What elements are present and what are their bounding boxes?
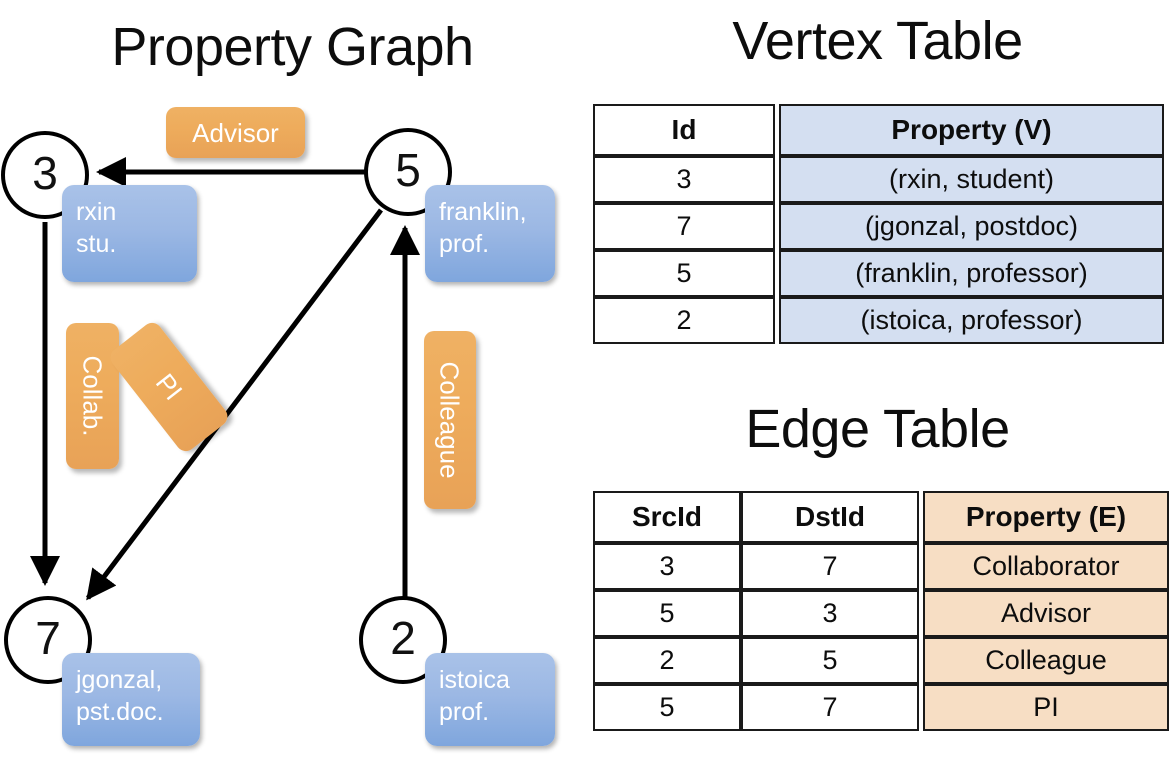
edge-table-column-gap (919, 637, 923, 684)
table-row[interactable]: 2 5 Colleague (593, 637, 1169, 684)
edge-label-colleague[interactable]: Colleague (424, 331, 476, 509)
vertex-callout-istoica-line2: prof. (439, 698, 490, 726)
edge-cell-srcid: 2 (593, 637, 741, 684)
edge-cell-property: Collaborator (923, 543, 1169, 590)
edge-cell-property: PI (923, 684, 1169, 731)
edge-label-collab[interactable]: Collab. (66, 323, 119, 469)
vertex-node-3-label: 3 (32, 147, 58, 199)
edge-table-header-row: SrcId DstId Property (E) (593, 491, 1169, 543)
edge-label-colleague-text: Colleague (435, 361, 465, 479)
edge-table-column-gap (919, 491, 923, 543)
vertex-callout-rxin[interactable]: rxin stu. (62, 185, 197, 282)
edge-label-pi-text: PI (149, 368, 189, 406)
vertex-table-header-id: Id (593, 104, 775, 156)
vertex-table-column-gap (775, 104, 779, 156)
table-row[interactable]: 5 7 PI (593, 684, 1169, 731)
edge-table-column-gap (919, 543, 923, 590)
property-graph-diagram: 3 5 7 2 rxin stu. franklin, prof. jgonza… (1, 107, 555, 746)
vertex-table-column-gap (775, 250, 779, 297)
vertex-cell-id: 5 (593, 250, 775, 297)
vertex-cell-property: (rxin, student) (779, 156, 1164, 203)
vertex-table-column-gap (775, 156, 779, 203)
table-row[interactable]: 3 7 Collaborator (593, 543, 1169, 590)
vertex-node-5[interactable]: 5 (364, 128, 452, 216)
graph-edge-arrows (30, 157, 420, 601)
vertex-callout-jgonzal[interactable]: jgonzal, pst.doc. (62, 653, 200, 746)
vertex-table: Id Property (V) 3 (rxin, student) 7 (jgo… (593, 104, 1164, 344)
edge-cell-dstid: 7 (741, 543, 919, 590)
vertex-callout-franklin-line2: prof. (439, 230, 490, 258)
vertex-cell-id: 3 (593, 156, 775, 203)
vertex-table-column-gap (775, 297, 779, 344)
edge-table-header-dstid: DstId (741, 491, 919, 543)
table-row[interactable]: 7 (jgonzal, postdoc) (593, 203, 1164, 250)
vertex-cell-property: (jgonzal, postdoc) (779, 203, 1164, 250)
edge-cell-property: Colleague (923, 637, 1169, 684)
edge-table-column-gap (919, 684, 923, 731)
page-title-property-graph: Property Graph (111, 17, 474, 77)
table-row[interactable]: 5 3 Advisor (593, 590, 1169, 637)
vertex-cell-property: (istoica, professor) (779, 297, 1164, 344)
edge-cell-dstid: 3 (741, 590, 919, 637)
edge-table-column-gap (919, 590, 923, 637)
vertex-node-5-label: 5 (395, 144, 421, 196)
vertex-node-2-label: 2 (390, 612, 416, 664)
vertex-table-header-row: Id Property (V) (593, 104, 1164, 156)
edge-cell-srcid: 5 (593, 590, 741, 637)
table-row[interactable]: 5 (franklin, professor) (593, 250, 1164, 297)
edge-label-collab-text: Collab. (77, 355, 108, 437)
vertex-cell-id: 2 (593, 297, 775, 344)
edge-arrow-5-to-7 (86, 208, 383, 601)
vertex-callout-rxin-line2: stu. (76, 230, 117, 258)
vertex-callout-jgonzal-line2: pst.doc. (76, 698, 164, 726)
edge-table-header-property: Property (E) (923, 491, 1169, 543)
edge-table: SrcId DstId Property (E) 3 7 Collaborato… (593, 491, 1169, 731)
edge-cell-dstid: 7 (741, 684, 919, 731)
vertex-node-2[interactable]: 2 (359, 596, 447, 684)
vertex-callout-franklin-line1: franklin, (439, 198, 527, 226)
vertex-node-7-label: 7 (35, 612, 61, 664)
edge-label-advisor-text: Advisor (192, 117, 279, 148)
table-row[interactable]: 3 (rxin, student) (593, 156, 1164, 203)
vertex-callout-jgonzal-line1: jgonzal, (76, 666, 163, 694)
edge-cell-srcid: 5 (593, 684, 741, 731)
vertex-table-header-property: Property (V) (779, 104, 1164, 156)
edge-table-header-srcid: SrcId (593, 491, 741, 543)
table-row[interactable]: 2 (istoica, professor) (593, 297, 1164, 344)
edge-cell-dstid: 5 (741, 637, 919, 684)
vertex-cell-id: 7 (593, 203, 775, 250)
vertex-table-column-gap (775, 203, 779, 250)
edge-cell-srcid: 3 (593, 543, 741, 590)
edge-cell-property: Advisor (923, 590, 1169, 637)
page-title-edge-table: Edge Table (745, 399, 1010, 459)
vertex-callout-rxin-line1: rxin (76, 198, 117, 226)
page-title-vertex-table: Vertex Table (732, 11, 1023, 71)
vertex-cell-property: (franklin, professor) (779, 250, 1164, 297)
vertex-callout-franklin[interactable]: franklin, prof. (425, 185, 555, 282)
vertex-callout-istoica-line1: istoica (439, 666, 510, 694)
edge-label-advisor[interactable]: Advisor (166, 107, 305, 158)
vertex-callout-istoica[interactable]: istoica prof. (425, 653, 555, 746)
